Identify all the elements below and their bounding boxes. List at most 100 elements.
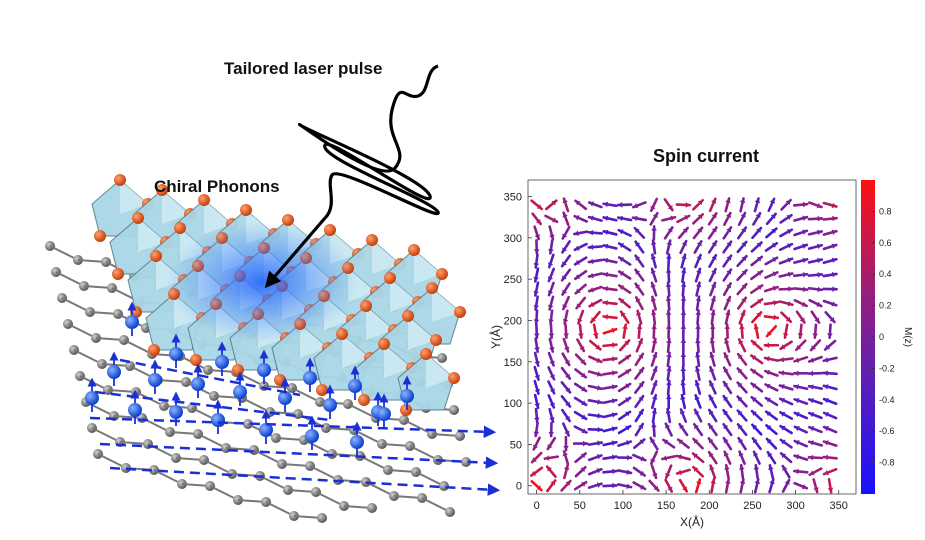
spin-atom bbox=[215, 355, 229, 369]
vector-arrowhead bbox=[653, 485, 659, 491]
vector-arrowhead bbox=[665, 268, 672, 273]
vector-arrowhead bbox=[696, 241, 702, 247]
vector-arrowhead bbox=[794, 411, 800, 418]
phonon-label: Chiral Phonons bbox=[154, 177, 280, 196]
octahedron-face bbox=[138, 218, 166, 252]
vector-arrowhead bbox=[619, 285, 625, 291]
laser-pulse-wave bbox=[298, 64, 440, 220]
colorbar-tick-label: 0 bbox=[879, 332, 884, 342]
vector-arrowhead bbox=[682, 486, 688, 492]
vector-arrowhead bbox=[685, 202, 690, 208]
carbon-atom bbox=[317, 513, 327, 523]
vector-arrowhead bbox=[813, 487, 819, 493]
vector-arrowhead bbox=[796, 344, 802, 350]
vector-arrowhead bbox=[635, 310, 642, 316]
vector-arrowhead bbox=[794, 357, 800, 363]
vector-arrowhead bbox=[832, 215, 837, 222]
octahedron-face bbox=[372, 240, 400, 274]
vector-arrowhead bbox=[697, 227, 703, 233]
vector-arrowhead bbox=[533, 319, 540, 324]
oxygen-atom bbox=[336, 328, 348, 340]
vector-arrowhead bbox=[737, 410, 743, 416]
vector-arrowhead bbox=[652, 473, 658, 478]
lattice-bond bbox=[61, 297, 91, 313]
vector-arrowhead bbox=[709, 452, 714, 458]
vector-arrowhead bbox=[534, 388, 541, 394]
spin-atom bbox=[259, 423, 273, 437]
spin-atom bbox=[169, 405, 183, 419]
vector-arrowhead bbox=[611, 384, 617, 390]
spin-atoms bbox=[85, 301, 414, 456]
vector-arrowhead bbox=[611, 327, 617, 334]
oxygen-atom bbox=[132, 212, 144, 224]
vector-arrowhead bbox=[651, 226, 657, 231]
vector-arrowhead bbox=[779, 356, 785, 363]
vector-arrowhead bbox=[650, 310, 657, 316]
vector-arrowhead bbox=[581, 414, 587, 420]
lattice-bond bbox=[403, 419, 433, 435]
vector-arrowhead bbox=[786, 229, 792, 235]
vector-arrowhead bbox=[580, 359, 586, 364]
spin-atom bbox=[191, 377, 205, 391]
vector-arrowhead bbox=[593, 333, 599, 338]
vector-arrowhead bbox=[738, 339, 744, 345]
vector-arrowhead bbox=[562, 198, 568, 204]
vector-arrowhead bbox=[619, 299, 625, 304]
vector-arrowhead bbox=[603, 285, 609, 292]
vector-arrowhead bbox=[831, 271, 837, 278]
vector-arrowhead bbox=[547, 262, 554, 268]
vector-arrowhead bbox=[824, 426, 830, 432]
vector-arrowhead bbox=[652, 367, 658, 373]
vector-arrowhead bbox=[816, 202, 822, 209]
vector-arrowhead bbox=[549, 374, 555, 380]
lattice-bond bbox=[421, 497, 451, 513]
vector-arrowhead bbox=[638, 368, 644, 374]
x-tick-label: 0 bbox=[534, 500, 540, 512]
vector-arrowhead bbox=[534, 360, 540, 366]
vector-arrowhead bbox=[765, 356, 770, 362]
spin-atom bbox=[148, 373, 162, 387]
vector-arrowhead bbox=[767, 452, 773, 458]
vector-arrowhead bbox=[780, 439, 786, 445]
vector-arrowhead bbox=[708, 438, 714, 444]
vector-arrowhead bbox=[799, 317, 805, 323]
vector-arrowhead bbox=[794, 425, 800, 432]
vector-arrowhead bbox=[765, 397, 771, 403]
vector-arrowhead bbox=[652, 213, 658, 219]
x-tick-label: 100 bbox=[614, 500, 632, 512]
vector-arrowhead bbox=[823, 454, 829, 461]
vector-arrowhead bbox=[709, 338, 716, 344]
lattice-bond bbox=[55, 271, 85, 287]
vector-arrowhead bbox=[562, 451, 568, 457]
vector-arrowhead bbox=[802, 243, 807, 249]
oxygen-atom bbox=[360, 300, 372, 312]
vector-arrowhead bbox=[709, 409, 714, 415]
vector-arrowhead bbox=[535, 218, 541, 224]
vector-arrowhead bbox=[640, 484, 646, 490]
vector-arrowhead bbox=[589, 272, 594, 279]
vector-arrowhead bbox=[562, 275, 567, 281]
vector-arrowhead bbox=[694, 409, 700, 415]
vector-arrowhead bbox=[622, 324, 628, 330]
vector-arrowhead bbox=[666, 240, 672, 246]
vector-arrowhead bbox=[589, 201, 595, 207]
vector-arrowhead bbox=[753, 324, 760, 330]
octahedron-face bbox=[204, 200, 232, 234]
vector-arrowhead bbox=[693, 467, 699, 473]
vector-arrowhead bbox=[695, 324, 701, 329]
vector-arrowhead bbox=[753, 465, 760, 470]
vector-arrowhead bbox=[802, 201, 808, 208]
vector-arrowhead bbox=[737, 382, 743, 388]
vector-arrowhead bbox=[738, 354, 743, 360]
vector-arrowhead bbox=[684, 215, 690, 221]
vector-arrowhead bbox=[666, 366, 672, 372]
vector-arrowhead bbox=[548, 248, 554, 254]
lattice-bond bbox=[91, 427, 121, 443]
vector-arrowhead bbox=[612, 468, 617, 475]
vector-arrowhead bbox=[596, 482, 602, 488]
vector-arrowhead bbox=[772, 285, 778, 292]
vector-arrowhead bbox=[794, 398, 800, 404]
vector-arrowhead bbox=[618, 229, 624, 235]
